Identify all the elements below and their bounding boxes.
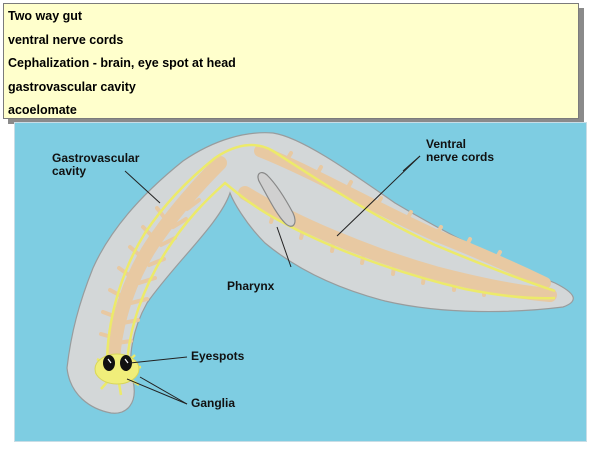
gut-anterior-branch [106, 156, 227, 368]
label-pharynx: Pharynx [227, 279, 275, 293]
pharynx [257, 171, 296, 227]
flatworm-diagram: Gastrovascular cavity Ventral nerve cord… [14, 122, 587, 442]
note-cephalization: Cephalization - brain, eye spot at head [8, 56, 236, 70]
eyespot-right [120, 355, 132, 371]
nerve-cord-left [105, 143, 556, 366]
flatworm-illustration [66, 132, 574, 414]
note-gastrovascular-cavity: gastrovascular cavity [8, 79, 136, 94]
eyespot-highlight [107, 358, 129, 364]
note-acoelomate: acoelomate [8, 103, 77, 117]
notes-box: Two way gut ventral nerve cords Cephaliz… [3, 3, 579, 119]
label-ventral-nerve-cords: Ventral nerve cords [426, 138, 494, 164]
note-ventral-nerve-cords: ventral nerve cords [8, 32, 124, 47]
note-two-way-gut: Two way gut [8, 9, 83, 23]
label-ganglia: Ganglia [191, 396, 236, 410]
nerve-cord-right [125, 181, 556, 366]
eyespot-left [103, 355, 115, 371]
label-ventral-line1: Ventral [426, 137, 467, 151]
label-ventral-line2: nerve cords [426, 150, 495, 164]
label-gastrovascular-line1: Gastrovascular [52, 151, 140, 165]
label-gastrovascular-cavity: Gastrovascular cavity [52, 152, 139, 178]
label-gastrovascular-line2: cavity [52, 164, 87, 178]
label-eyespots: Eyespots [191, 349, 245, 363]
label-leader-lines [124, 155, 421, 405]
